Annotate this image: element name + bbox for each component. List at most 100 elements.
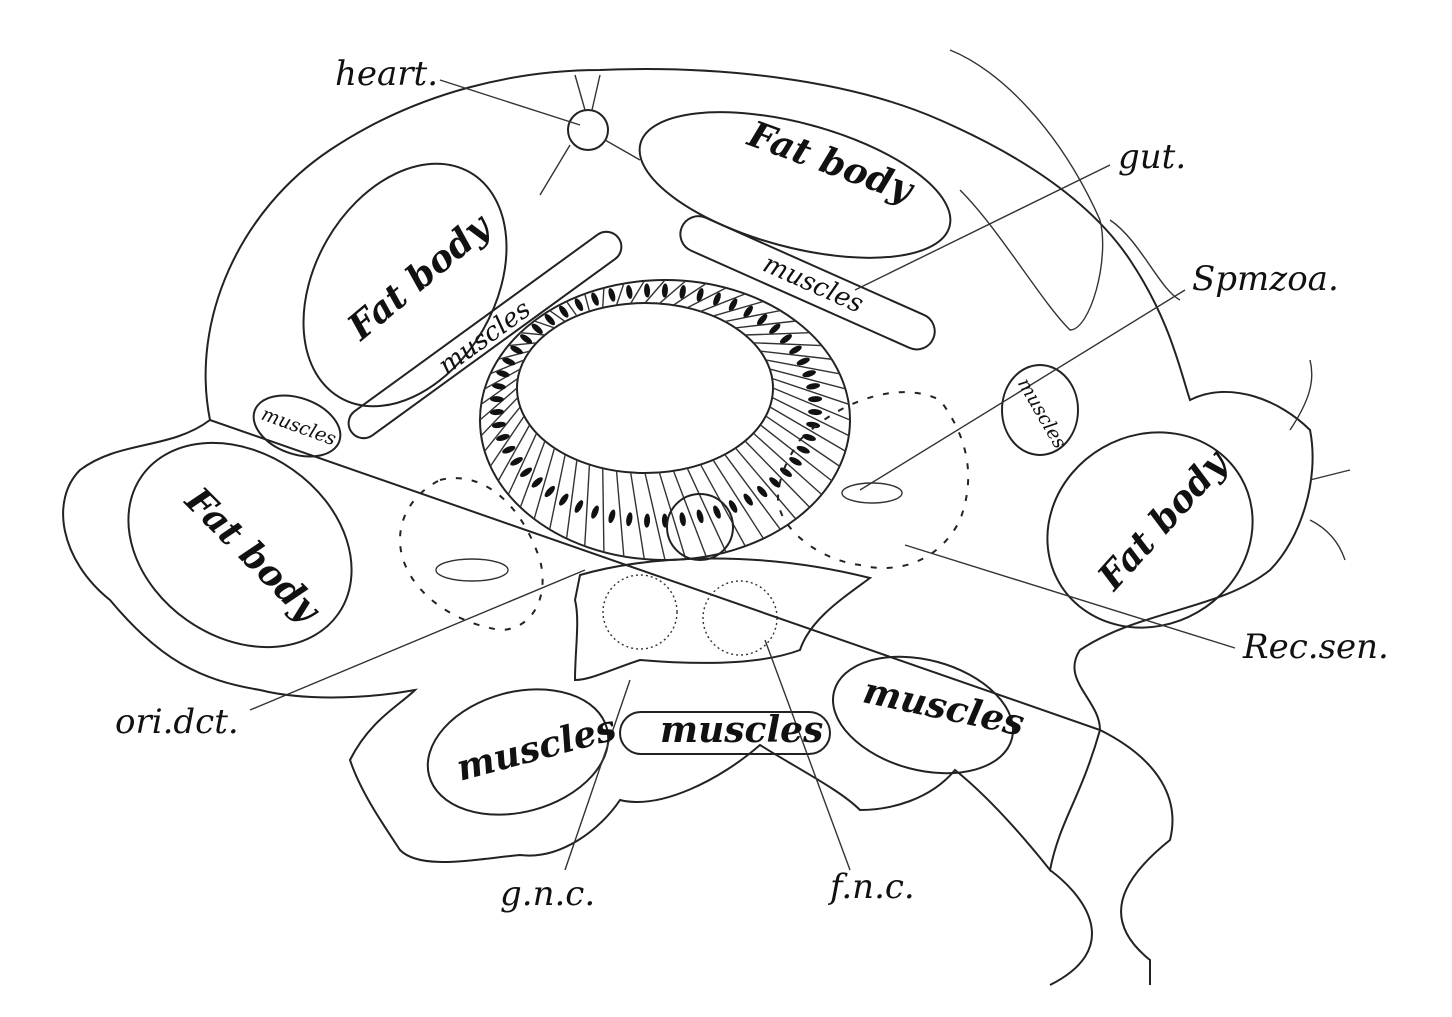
fat-body-top-right <box>638 111 952 259</box>
gut-cell-nucleus <box>502 445 516 454</box>
gut-cell-wall <box>658 280 687 305</box>
gut-cell-wall <box>490 359 525 375</box>
gut-cell-wall <box>644 279 666 304</box>
gut-cell-nucleus <box>502 357 516 366</box>
muscles-label-bottom-left: muscles <box>452 707 621 790</box>
gut-cell-nucleus <box>696 509 704 524</box>
gut-cell-wall <box>602 468 605 553</box>
heart <box>567 109 609 151</box>
gut-cell-wall <box>712 300 764 317</box>
label-gnc: g.n.c. <box>500 874 595 914</box>
label-heart: heart. <box>335 54 438 94</box>
gut-cell-nucleus <box>808 409 823 416</box>
gut-cell-wall <box>772 387 851 421</box>
gut-cell-nucleus <box>728 298 738 312</box>
gut-cell-nucleus <box>696 288 704 302</box>
gut-cell-nucleus <box>679 285 686 299</box>
gut-cell-nucleus <box>661 283 668 298</box>
gut-cell-nucleus <box>510 457 523 466</box>
gut-cell-nucleus <box>769 477 781 488</box>
gut-cell-wall <box>602 287 605 308</box>
gut-cell-wall <box>644 472 666 561</box>
muscles-bottom-right <box>832 655 1014 775</box>
spermatozoa-left <box>435 558 509 582</box>
gut-cell-wall <box>519 440 546 508</box>
gut-cell-nucleus <box>510 345 523 355</box>
gut-cell-nucleus <box>608 509 616 524</box>
gut-cell-wall <box>484 368 521 390</box>
fat-body-label-top-right: Fat body <box>742 113 920 212</box>
muscles-band-left <box>347 230 623 440</box>
gut-cell-nucleus <box>757 314 768 326</box>
ganglionic-nerve-cell <box>602 574 678 650</box>
small-gut-circle <box>666 493 734 561</box>
gut-cell-wall <box>744 440 811 508</box>
gut-cell-nucleus <box>626 285 633 299</box>
gut-cell-nucleus <box>713 505 721 519</box>
gut-cell-wall <box>745 332 810 336</box>
gut-cell-wall <box>480 397 519 437</box>
gut-cell-nucleus <box>779 334 792 344</box>
gut-cell-nucleus <box>489 396 504 403</box>
gut-cell-nucleus <box>491 383 506 390</box>
gut-cell-wall <box>584 293 591 312</box>
gut-cell-wall <box>771 377 850 405</box>
fat-body-upper-left <box>302 162 508 408</box>
gut-cell-nucleus <box>544 485 555 498</box>
rec-sen-right <box>776 391 970 569</box>
gut-cell-wall <box>765 415 841 467</box>
gut-cell-nucleus <box>491 421 506 429</box>
fat-body-left <box>127 441 353 649</box>
gut-cell-nucleus <box>489 409 504 416</box>
gut-cell-nucleus <box>608 288 616 302</box>
gut-cell-nucleus <box>544 314 555 326</box>
gut-cell-wall <box>760 350 832 360</box>
gut-cell-wall <box>629 472 645 560</box>
muscles-label-bottom-right: muscles <box>860 670 1028 745</box>
gut-cell-wall <box>533 320 555 329</box>
gut-cell-wall <box>615 470 625 557</box>
muscles-band-top <box>679 215 936 351</box>
gut-cell-nucleus <box>728 500 738 513</box>
gut-cell-nucleus <box>626 512 633 527</box>
gut-cell-nucleus <box>743 305 753 318</box>
gut-cell-wall <box>759 424 833 482</box>
gut-cell-wall <box>724 309 781 323</box>
gut-cell-wall <box>672 470 707 557</box>
gut-cell-wall <box>484 406 521 452</box>
label-rec-sen: Rec.sen. <box>1242 627 1389 667</box>
gut-cell-wall <box>565 459 578 539</box>
fat-body-label-right: Fat body <box>1089 441 1237 599</box>
muscles-label-bottom-center: muscles <box>660 709 823 751</box>
gut-cell-wall <box>658 472 687 560</box>
label-gut: gut. <box>1118 137 1186 177</box>
fat-body-right <box>1046 431 1254 629</box>
gut-cell-nucleus <box>531 477 543 488</box>
gut-cell-nucleus <box>531 323 543 334</box>
gut-cell-wall <box>533 447 556 520</box>
gut-cell-nucleus <box>496 370 510 378</box>
gut-cell-nucleus <box>713 292 721 306</box>
gut-cell-wall <box>615 283 625 306</box>
gut-cell-wall <box>771 396 850 437</box>
gut-cell-wall <box>724 454 781 530</box>
gut-cell-wall <box>507 432 538 495</box>
gut-cell-wall <box>686 287 727 309</box>
gut-cell-nucleus <box>574 298 584 312</box>
leader-lines <box>249 79 1236 871</box>
gut-cell-nucleus <box>796 445 810 454</box>
gut-cell-nucleus <box>644 513 651 528</box>
muscles-bottom-center <box>619 711 831 755</box>
gut-cell-nucleus <box>679 512 686 527</box>
label-ori-dct: ori.dct. <box>115 702 239 742</box>
gut-cell-nucleus <box>789 457 802 466</box>
muscles-label-band-top: muscles <box>758 249 867 320</box>
gut-cell-wall <box>700 293 746 313</box>
gut-cell-nucleus <box>574 500 584 513</box>
gut-cell-wall <box>686 467 727 553</box>
muscles-bottom-left <box>426 688 610 816</box>
gut-cell-nucleus <box>559 305 569 318</box>
gut-cell-wall <box>549 309 566 323</box>
